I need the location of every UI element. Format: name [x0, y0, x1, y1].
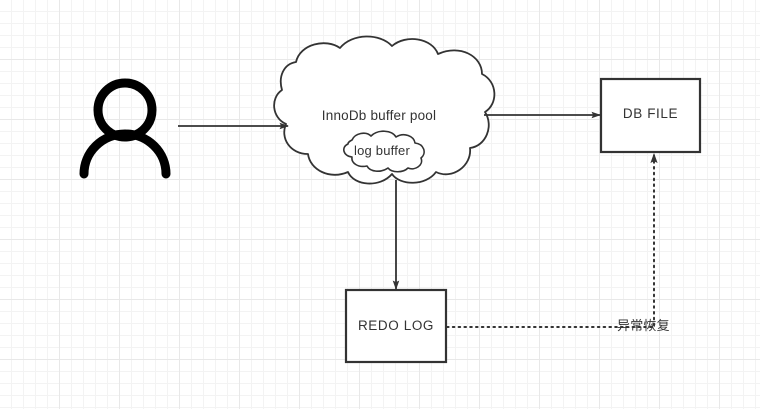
redo-log-box-shape[interactable] — [344, 288, 448, 364]
user-actor-icon — [79, 78, 171, 179]
innodb-buffer-pool-cloud-shape[interactable] — [273, 35, 496, 185]
log-buffer-cloud-shape[interactable] — [343, 130, 425, 173]
db-file-box-shape[interactable] — [599, 77, 702, 154]
edge-redo-log-to-db-file — [446, 153, 658, 328]
